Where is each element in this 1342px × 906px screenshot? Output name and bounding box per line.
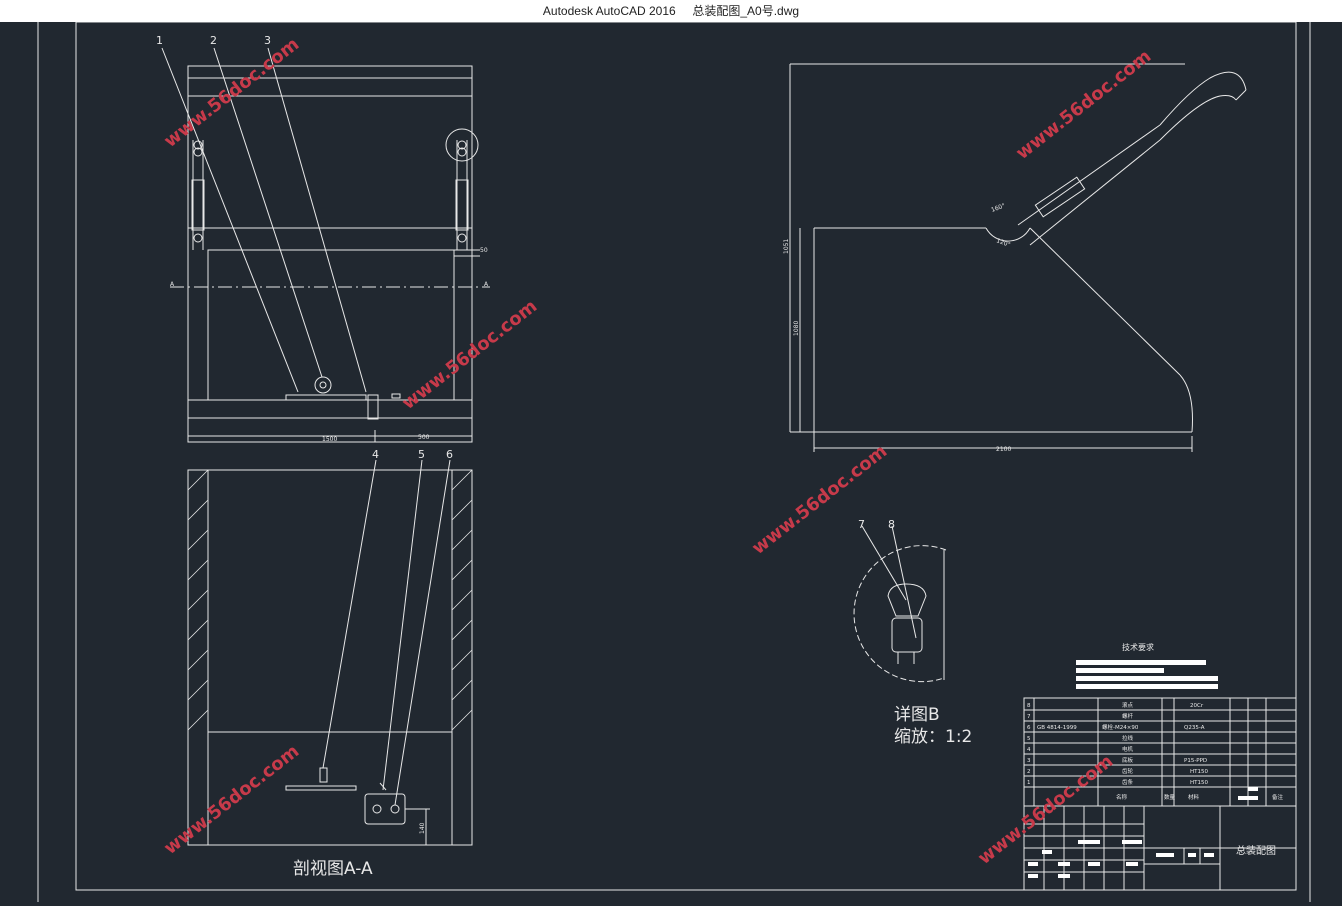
parts-row-name: 滚点: [1122, 701, 1134, 709]
callout-6: 6: [446, 448, 453, 461]
section-marker-right: A: [484, 281, 489, 288]
parts-table-text: 8 滚点 20Cr 7 螺杆 6 GB 4814-1999 螺栓-M24×90 …: [1027, 701, 1284, 801]
dimension-texts: 1500 500 50 A A 1051 1080 2100 140 160° …: [170, 202, 1011, 834]
dim-section-bottom: 140: [419, 822, 426, 834]
parts-row-no: 3: [1027, 758, 1031, 764]
callout-numbers: 1 2 3 4 5 6 7 8: [156, 34, 895, 531]
parts-row-no: 4: [1027, 747, 1031, 753]
leader-lines-bottom: [322, 459, 451, 806]
watermark: www.56doc.com: [160, 34, 303, 152]
parts-row-material: P15-PPD: [1184, 758, 1207, 764]
callout-4: 4: [372, 448, 379, 461]
parts-row-material: HT150: [1190, 769, 1208, 775]
drawing-svg[interactable]: 1 2 3 4 5 6 7 8 1500 500 50 A A 1051 108…: [0, 21, 1342, 902]
parts-row-material: Q235-A: [1184, 725, 1205, 731]
parts-row-name: 拉线: [1122, 734, 1134, 742]
dim-angle-b: 120°: [995, 237, 1011, 249]
callout-2: 2: [210, 34, 217, 47]
parts-row-no: 2: [1027, 769, 1031, 775]
watermark: www.56doc.com: [160, 741, 303, 859]
dim-side-base: 2100: [996, 446, 1011, 453]
drawing-border: [75, 21, 1297, 891]
leader-lines-top: [161, 47, 367, 393]
watermark: www.56doc.com: [398, 296, 541, 414]
dim-width-right: 500: [418, 434, 430, 441]
parts-header-material: 材料: [1188, 793, 1200, 801]
callout-5: 5: [418, 448, 425, 461]
parts-row-name: 螺栓-M24×90: [1102, 723, 1139, 731]
parts-row-code: GB 4814-1999: [1037, 725, 1077, 731]
parts-header-note: 备注: [1272, 793, 1284, 801]
watermark: www.56doc.com: [748, 441, 891, 559]
drawing-title: 总装配图: [1236, 844, 1276, 857]
callout-1: 1: [156, 34, 163, 47]
app-name: Autodesk AutoCAD 2016: [542, 4, 676, 18]
parts-row-name: 螺杆: [1122, 712, 1134, 720]
parts-row-name: 齿条: [1122, 778, 1134, 786]
file-name: 总装配图_A0号.dwg: [692, 4, 800, 18]
tech-requirements-lines: [1076, 660, 1218, 689]
front-view: [170, 65, 490, 443]
side-view: [789, 63, 1247, 452]
view-labels: 剖视图A-A 详图B 缩放：1:2 技术要求: [293, 642, 1154, 879]
parts-row-name: 底板: [1122, 756, 1134, 764]
callout-8: 8: [888, 518, 895, 531]
callout-7: 7: [858, 518, 865, 531]
section-view-label: 剖视图A-A: [293, 859, 373, 879]
parts-row-name: 齿轮: [1122, 767, 1134, 775]
dim-width-left: 1500: [322, 436, 337, 443]
detail-view-label: 详图B: [894, 705, 940, 725]
parts-row-name: 电机: [1122, 745, 1134, 753]
parts-header-qty: 数量: [1164, 793, 1176, 801]
dim-side-height: 1080: [793, 321, 800, 336]
parts-header-name: 名称: [1116, 793, 1128, 801]
parts-row-no: 8: [1027, 703, 1031, 709]
window-title-bar: Autodesk AutoCAD 2016 总装配图_A0号.dwg: [0, 0, 1342, 22]
detail-scale-label: 缩放：1:2: [894, 727, 972, 747]
watermark: www.56doc.com: [1012, 46, 1155, 164]
parts-row-no: 7: [1027, 714, 1031, 720]
detail-view-b: [853, 525, 947, 683]
dim-angle-a: 160°: [990, 202, 1006, 214]
parts-row-material: 20Cr: [1190, 703, 1204, 709]
section-view-a-a: [187, 469, 473, 846]
title-block-fills: [1028, 787, 1258, 878]
drawing-canvas[interactable]: 1 2 3 4 5 6 7 8 1500 500 50 A A 1051 108…: [0, 21, 1342, 902]
section-marker-left: A: [170, 281, 175, 288]
dim-gap: 50: [480, 247, 488, 254]
tech-requirements-title: 技术要求: [1122, 642, 1154, 652]
parts-row-no: 1: [1027, 780, 1031, 786]
parts-row-material: HT150: [1190, 780, 1208, 786]
title-block-grid: [1023, 805, 1297, 891]
dim-side-height-total: 1051: [783, 239, 790, 254]
parts-row-no: 5: [1027, 736, 1031, 742]
callout-3: 3: [264, 34, 271, 47]
parts-row-no: 6: [1027, 725, 1031, 731]
